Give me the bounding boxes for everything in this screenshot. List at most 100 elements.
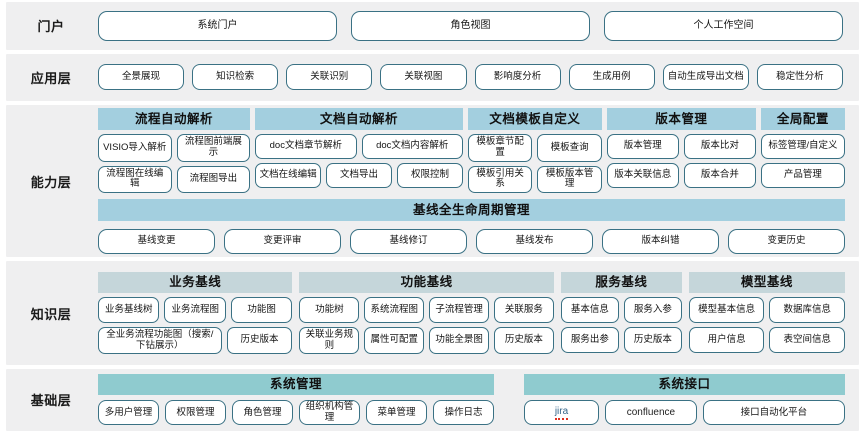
know-item-history-version-service[interactable]: 历史版本 bbox=[623, 326, 682, 353]
know-item-database-info[interactable]: 数据库信息 bbox=[769, 296, 845, 323]
capability-row: VISIO导入解析 流程图前端展示 bbox=[98, 134, 251, 162]
know-item-function-diagram[interactable]: 功能图 bbox=[230, 296, 293, 323]
jira-label: jira bbox=[554, 406, 569, 421]
know-item-attribute-configurable[interactable]: 属性可配置 bbox=[364, 326, 425, 355]
layer-row-portal: 门户 系统门户 角色视图 个人工作空间 bbox=[6, 2, 859, 50]
app-item-auto-export-doc[interactable]: 自动生成导出文档 bbox=[662, 64, 749, 91]
knowledge-group-business-baseline: 业务基线 业务基线树 业务流程图 功能图 全业务流程功能图（搜索/下钻展示） 历… bbox=[98, 271, 293, 355]
base-item-permission-mgmt[interactable]: 权限管理 bbox=[165, 400, 226, 426]
base-item-operation-log[interactable]: 操作日志 bbox=[433, 400, 494, 426]
layer-label-foundation: 基础层 bbox=[30, 393, 72, 409]
know-item-function-tree[interactable]: 功能树 bbox=[299, 296, 360, 323]
group-header-version-mgmt: 版本管理 bbox=[606, 108, 756, 131]
portal-item-personal-workspace[interactable]: 个人工作空间 bbox=[604, 10, 843, 41]
group-header-model-baseline: 模型基线 bbox=[688, 271, 845, 293]
app-item-relation-view[interactable]: 关联视图 bbox=[380, 64, 467, 91]
app-item-generate-case[interactable]: 生成用例 bbox=[568, 64, 655, 91]
know-item-related-business-rule[interactable]: 关联业务规则 bbox=[299, 326, 360, 355]
cap-item-visio-import-parse[interactable]: VISIO导入解析 bbox=[98, 134, 172, 162]
app-item-relation-identify[interactable]: 关联识别 bbox=[286, 64, 373, 91]
know-item-history-version-function[interactable]: 历史版本 bbox=[494, 326, 554, 355]
cap-item-doc-online-edit[interactable]: 文档在线编辑 bbox=[255, 163, 322, 189]
base-item-jira[interactable]: jira bbox=[523, 400, 600, 426]
cap-item-doc-export[interactable]: 文档导出 bbox=[326, 163, 392, 189]
app-item-impact-analysis[interactable]: 影响度分析 bbox=[474, 64, 561, 91]
cap-item-template-reference-relation[interactable]: 模板引用关系 bbox=[467, 165, 533, 193]
base-item-multi-user-mgmt[interactable]: 多用户管理 bbox=[98, 400, 159, 426]
know-item-business-baseline-tree[interactable]: 业务基线树 bbox=[98, 296, 160, 323]
cap-item-tag-mgmt-custom[interactable]: 标签管理/自定义 bbox=[760, 134, 845, 160]
portal-item-role-view[interactable]: 角色视图 bbox=[351, 10, 590, 41]
capability-row: 版本关联信息 版本合并 bbox=[606, 163, 756, 189]
knowledge-row: 用户信息 表空间信息 bbox=[688, 326, 845, 353]
cap-item-version-management[interactable]: 版本管理 bbox=[606, 134, 679, 160]
cap-item-version-compare[interactable]: 版本比对 bbox=[683, 134, 756, 160]
app-item-knowledge-search[interactable]: 知识检索 bbox=[192, 64, 279, 91]
cap-item-version-merge[interactable]: 版本合并 bbox=[683, 163, 756, 189]
know-item-service-input-param[interactable]: 服务入参 bbox=[623, 296, 682, 323]
know-item-tablespace-info[interactable]: 表空间信息 bbox=[769, 326, 845, 353]
layer-row-application: 应用层 全景展现 知识检索 关联识别 关联视图 影响度分析 生成用例 自动生成导… bbox=[6, 53, 859, 102]
know-item-subprocess-mgmt[interactable]: 子流程管理 bbox=[429, 296, 489, 323]
group-header-doc-template: 文档模板自定义 bbox=[467, 108, 602, 131]
know-item-history-version-business[interactable]: 历史版本 bbox=[226, 326, 293, 355]
cap-item-flowchart-frontend-display[interactable]: 流程图前端展示 bbox=[176, 134, 251, 162]
cap-item-doc-content-parse[interactable]: doc文档内容解析 bbox=[361, 134, 463, 160]
group-header-baseline-lifecycle: 基线全生命周期管理 bbox=[98, 198, 845, 221]
know-item-business-flowchart[interactable]: 业务流程图 bbox=[164, 296, 226, 323]
layer-label-knowledge: 知识层 bbox=[30, 306, 72, 322]
knowledge-group-service-baseline: 服务基线 基本信息 服务入参 服务出参 历史版本 bbox=[560, 271, 682, 354]
layer-label-portal: 门户 bbox=[37, 19, 65, 35]
base-item-menu-mgmt[interactable]: 菜单管理 bbox=[366, 400, 427, 426]
cap-item-flowchart-export[interactable]: 流程图导出 bbox=[176, 165, 251, 193]
base-item-confluence[interactable]: confluence bbox=[605, 400, 697, 426]
base-item-role-mgmt[interactable]: 角色管理 bbox=[232, 400, 293, 426]
layer-label-application: 应用层 bbox=[30, 70, 72, 86]
cap-item-template-query[interactable]: 模板查询 bbox=[537, 134, 602, 162]
base-item-interface-automation-platform[interactable]: 接口自动化平台 bbox=[702, 400, 845, 426]
cap-item-doc-chapter-parse[interactable]: doc文档章节解析 bbox=[255, 134, 357, 160]
portal-item-system-portal[interactable]: 系统门户 bbox=[98, 10, 337, 41]
baseline-item-change-review[interactable]: 变更评审 bbox=[224, 228, 341, 254]
cap-item-product-mgmt[interactable]: 产品管理 bbox=[760, 163, 845, 189]
baseline-item-change-history[interactable]: 变更历史 bbox=[728, 228, 845, 254]
know-item-service-output-param[interactable]: 服务出参 bbox=[560, 326, 619, 353]
layer-row-knowledge: 知识层 业务基线 业务基线树 业务流程图 功能图 全业务流程功能图（搜索/下钻展… bbox=[6, 261, 859, 365]
cap-item-flowchart-online-edit[interactable]: 流程图在线编辑 bbox=[98, 165, 172, 193]
cap-item-version-relation-info[interactable]: 版本关联信息 bbox=[606, 163, 679, 189]
capability-row: 流程图在线编辑 流程图导出 bbox=[98, 165, 251, 193]
layer-body-foundation: 系统管理 多用户管理 权限管理 角色管理 组织机构管理 菜单管理 操作日志 系统… bbox=[96, 368, 859, 431]
baseline-item-version-correction[interactable]: 版本纠错 bbox=[602, 228, 719, 254]
know-item-related-service[interactable]: 关联服务 bbox=[494, 296, 554, 323]
capability-group-doc-parse: 文档自动解析 doc文档章节解析 doc文档内容解析 文档在线编辑 文档导出 权… bbox=[255, 108, 463, 193]
group-header-service-baseline: 服务基线 bbox=[560, 271, 682, 293]
baseline-lifecycle-row: 基线变更 变更评审 基线修订 基线发布 版本纠错 变更历史 bbox=[98, 228, 845, 254]
know-item-user-info[interactable]: 用户信息 bbox=[688, 326, 765, 353]
app-item-stability-analysis[interactable]: 稳定性分析 bbox=[756, 64, 843, 91]
know-item-full-business-flow-function-diagram[interactable]: 全业务流程功能图（搜索/下钻展示） bbox=[98, 326, 222, 355]
capability-row: 模板章节配置 模板查询 bbox=[467, 134, 602, 162]
capability-row: 标签管理/自定义 bbox=[760, 134, 845, 160]
group-header-global-config: 全局配置 bbox=[760, 108, 845, 131]
capability-row: 模板引用关系 模板版本管理 bbox=[467, 165, 602, 193]
foundation-row: 多用户管理 权限管理 角色管理 组织机构管理 菜单管理 操作日志 bbox=[98, 400, 494, 426]
know-item-model-basic-info[interactable]: 模型基本信息 bbox=[688, 296, 765, 323]
cap-item-template-version-mgmt[interactable]: 模板版本管理 bbox=[537, 165, 602, 193]
knowledge-groups: 业务基线 业务基线树 业务流程图 功能图 全业务流程功能图（搜索/下钻展示） 历… bbox=[98, 271, 845, 355]
baseline-item-change[interactable]: 基线变更 bbox=[98, 228, 215, 254]
layer-body-capability: 流程自动解析 VISIO导入解析 流程图前端展示 流程图在线编辑 流程图导出 文… bbox=[96, 102, 859, 260]
know-item-basic-info[interactable]: 基本信息 bbox=[560, 296, 619, 323]
baseline-item-revision[interactable]: 基线修订 bbox=[350, 228, 467, 254]
cap-item-template-chapter-config[interactable]: 模板章节配置 bbox=[467, 134, 533, 162]
confluence-label: confluence bbox=[626, 407, 676, 419]
foundation-group-system-interface: 系统接口 jira confluence 接口自动化平台 bbox=[523, 374, 845, 426]
knowledge-group-function-baseline: 功能基线 功能树 系统流程图 子流程管理 关联服务 关联业务规则 属性可配置 功… bbox=[299, 271, 554, 355]
app-item-panorama[interactable]: 全景展现 bbox=[98, 64, 185, 91]
baseline-item-release[interactable]: 基线发布 bbox=[476, 228, 593, 254]
layer-body-application: 全景展现 知识检索 关联识别 关联视图 影响度分析 生成用例 自动生成导出文档 … bbox=[96, 59, 859, 95]
know-item-function-panorama[interactable]: 功能全景图 bbox=[429, 326, 489, 355]
base-item-org-structure-mgmt[interactable]: 组织机构管理 bbox=[299, 400, 360, 426]
cap-item-permission-control[interactable]: 权限控制 bbox=[397, 163, 463, 189]
know-item-system-flowchart[interactable]: 系统流程图 bbox=[364, 296, 425, 323]
